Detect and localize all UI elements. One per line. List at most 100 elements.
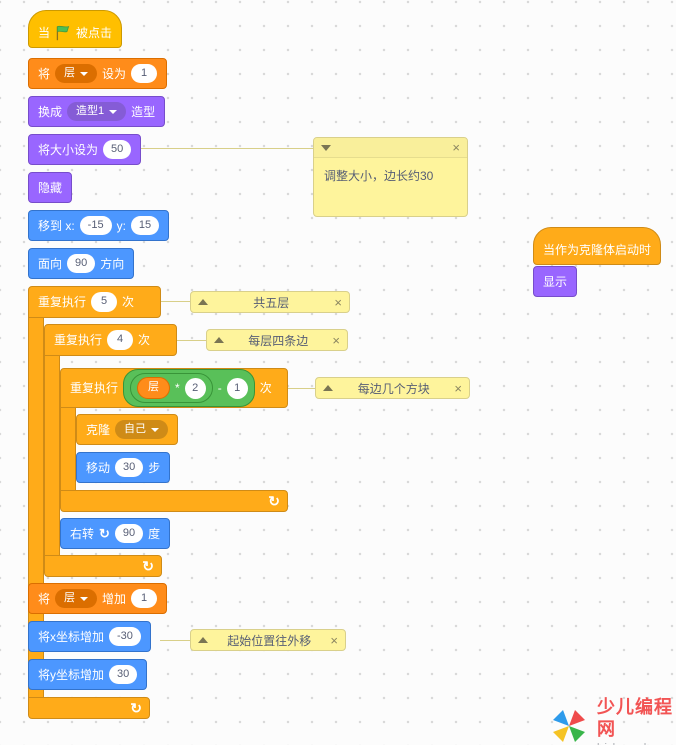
comment-text: 起始位置往外移 xyxy=(227,633,312,648)
comment-text: 每边几个方块 xyxy=(357,381,430,396)
comment-connector-line xyxy=(137,148,313,149)
y-value-input[interactable]: 15 xyxy=(130,215,160,236)
comment-close-icon[interactable]: × xyxy=(330,632,338,648)
comment-connector-line xyxy=(288,388,315,389)
clone-label: 克隆 xyxy=(86,422,111,437)
comment-header: × xyxy=(314,138,467,158)
change-label: 将 xyxy=(38,591,51,606)
subtract-operator[interactable]: 层 * 2 - 1 xyxy=(123,369,255,407)
loop-arrow-icon: ↻ xyxy=(130,700,142,716)
variable-dropdown[interactable]: 层 xyxy=(55,588,98,609)
change-x-block[interactable]: 将x坐标增加 -30 xyxy=(28,621,151,652)
site-url: kidscode.cn xyxy=(597,742,676,745)
degrees-value-input[interactable]: 90 xyxy=(114,523,144,544)
comment-start-position[interactable]: 起始位置往外移 × xyxy=(190,629,346,651)
times-label: 次 xyxy=(259,381,272,395)
hide-label: 隐藏 xyxy=(38,180,63,195)
steps-value-input[interactable]: 30 xyxy=(115,457,144,478)
comment-collapse-icon[interactable] xyxy=(321,144,331,151)
multiply-operator[interactable]: 层 * 2 xyxy=(130,373,213,403)
when-flag-clicked-block[interactable]: 当 被点击 xyxy=(28,10,123,48)
turn-right-label: 右转 xyxy=(70,526,95,541)
variable-dropdown[interactable]: 层 xyxy=(55,63,98,84)
direction-label: 方向 xyxy=(100,256,125,271)
comment-resize-note[interactable]: × 调整大小，边长约30 xyxy=(313,137,468,217)
times-label: 次 xyxy=(122,295,135,309)
comment-text: 每层四条边 xyxy=(248,333,309,348)
steps-label: 步 xyxy=(148,460,161,475)
variable-dropdown-value: 层 xyxy=(64,66,76,79)
set-variable-block[interactable]: 将 层 设为 1 xyxy=(28,58,168,89)
change-x-value-input[interactable]: -30 xyxy=(109,626,141,647)
loop-arrow-icon: ↻ xyxy=(142,558,154,574)
minus-sign: - xyxy=(217,381,222,395)
comment-text: 共五层 xyxy=(253,295,290,310)
clicked-label: 被点击 xyxy=(76,25,113,40)
repeat-inner-bottom[interactable]: ↻ xyxy=(60,490,288,512)
show-block[interactable]: 显示 xyxy=(533,266,578,297)
point-label: 面向 xyxy=(38,256,63,271)
repeat-inner-block[interactable]: 重复执行 层 * 2 - 1 次 xyxy=(60,368,288,408)
variable-dropdown-value: 层 xyxy=(64,591,76,604)
chevron-down-icon xyxy=(80,71,89,76)
repeat-label: 重复执行 xyxy=(70,381,119,395)
repeat-label: 重复执行 xyxy=(38,295,87,309)
repeat-outer-block[interactable]: 重复执行 5 次 xyxy=(28,286,161,318)
change-y-value-input[interactable]: 30 xyxy=(109,664,138,685)
turn-right-block[interactable]: 右转 ↻ 90 度 xyxy=(60,518,171,549)
chevron-down-icon xyxy=(80,596,89,601)
comment-close-icon[interactable]: × xyxy=(332,332,340,348)
point-in-direction-block[interactable]: 面向 90 方向 xyxy=(28,248,135,279)
repeat-middle-times-input[interactable]: 4 xyxy=(107,330,134,350)
loop-arrow-icon: ↻ xyxy=(268,493,280,509)
green-flag-icon xyxy=(55,25,71,41)
change-y-block[interactable]: 将y坐标增加 30 xyxy=(28,659,148,690)
move-label: 移动 xyxy=(86,460,111,475)
comment-expand-icon[interactable] xyxy=(198,299,208,305)
variable-reporter-pill[interactable]: 层 xyxy=(137,377,171,399)
hide-block[interactable]: 隐藏 xyxy=(28,172,73,203)
comment-expand-icon[interactable] xyxy=(214,337,224,343)
repeat-outer-times-input[interactable]: 5 xyxy=(91,292,118,312)
comment-blocks-per-side[interactable]: 每边几个方块 × xyxy=(315,377,470,399)
comment-expand-icon[interactable] xyxy=(323,385,333,391)
comment-connector-line xyxy=(160,640,190,641)
direction-value-input[interactable]: 90 xyxy=(67,253,96,274)
x-value-input[interactable]: -15 xyxy=(79,215,112,236)
change-variable-value-input[interactable]: 1 xyxy=(131,588,158,609)
repeat-inner-spine xyxy=(60,407,76,491)
goto-x-label: 移到 x: xyxy=(38,218,75,233)
create-clone-block[interactable]: 克隆 自己 xyxy=(76,414,179,445)
clone-target-value: 自己 xyxy=(124,422,147,435)
change-variable-block[interactable]: 将 层 增加 1 xyxy=(28,583,168,614)
site-watermark: 少儿编程网 kidscode.cn xyxy=(549,697,676,745)
when-start-as-clone-label: 当作为克隆体启动时 xyxy=(543,242,652,257)
go-to-xy-block[interactable]: 移到 x: -15 y: 15 xyxy=(28,210,170,241)
comment-expand-icon[interactable] xyxy=(198,637,208,643)
comment-connector-line xyxy=(177,340,206,341)
costume-dropdown-value: 造型1 xyxy=(76,104,105,117)
times-label: 次 xyxy=(138,333,151,347)
chevron-down-icon xyxy=(109,109,118,114)
comment-close-icon[interactable]: × xyxy=(454,380,462,396)
switch-costume-block[interactable]: 换成 造型1 造型 xyxy=(28,96,166,127)
repeat-middle-bottom[interactable]: ↻ xyxy=(44,555,162,577)
repeat-outer-bottom[interactable]: ↻ xyxy=(28,697,150,719)
set-size-block[interactable]: 将大小设为 50 xyxy=(28,134,142,165)
comment-close-icon[interactable]: × xyxy=(452,140,460,155)
comment-close-icon[interactable]: × xyxy=(334,294,342,310)
set-size-value-input[interactable]: 50 xyxy=(103,139,132,160)
to-label: 设为 xyxy=(102,66,127,81)
switch-label: 换成 xyxy=(38,104,63,119)
move-steps-block[interactable]: 移动 30 步 xyxy=(76,452,171,483)
comment-four-sides[interactable]: 每层四条边 × xyxy=(206,329,348,351)
when-start-as-clone-block[interactable]: 当作为克隆体启动时 xyxy=(533,227,662,265)
repeat-middle-block[interactable]: 重复执行 4 次 xyxy=(44,324,177,356)
clone-target-dropdown[interactable]: 自己 xyxy=(115,419,169,440)
costume-dropdown[interactable]: 造型1 xyxy=(67,101,127,122)
factor-input[interactable]: 2 xyxy=(184,377,206,399)
set-variable-value-input[interactable]: 1 xyxy=(131,63,158,84)
subtrahend-input[interactable]: 1 xyxy=(226,377,248,399)
comment-five-layers[interactable]: 共五层 × xyxy=(190,291,350,313)
